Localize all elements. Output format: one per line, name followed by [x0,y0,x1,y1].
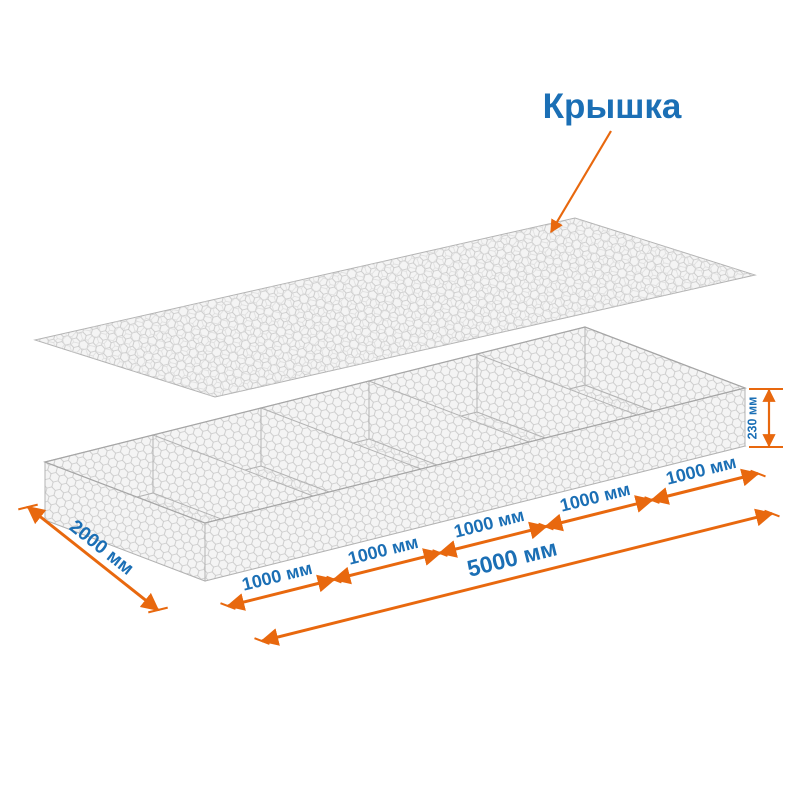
basket-top-rim [43,326,747,524]
gabion-basket [43,326,747,582]
dim-height: 230 мм [745,388,783,448]
lid-mesh-overlay [35,218,755,397]
lid-label: Крышка [543,87,682,126]
dim-height-label: 230 мм [745,397,759,440]
dim-total-label: 5000 мм [464,534,559,581]
lid-leader-line [550,130,612,234]
lid-callout: Крышка [543,87,682,234]
lid-mesh-panel [33,217,757,398]
